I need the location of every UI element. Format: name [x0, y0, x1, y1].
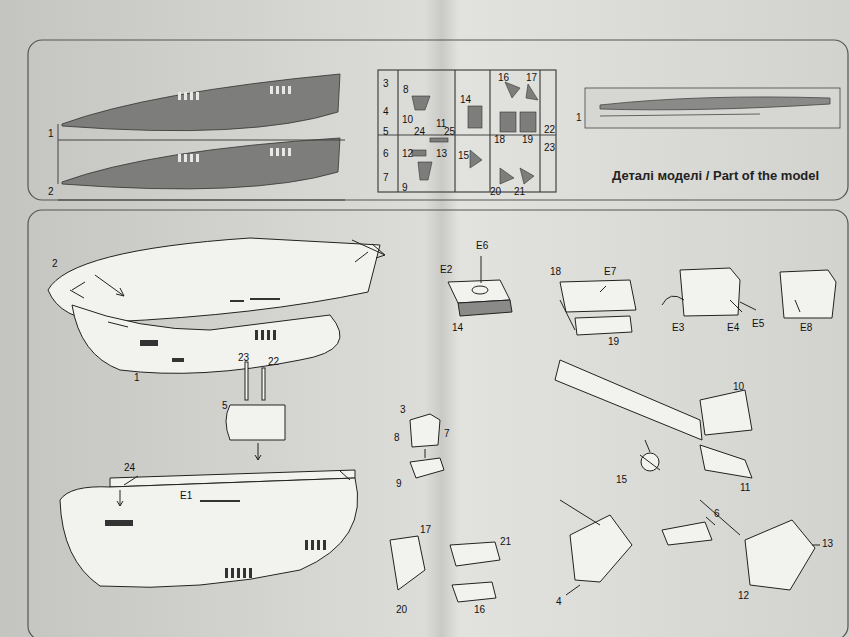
callout-number: 9 — [396, 478, 402, 489]
callout-number: 7 — [383, 172, 389, 183]
callout-number: 24 — [414, 126, 425, 137]
callout-number: 1 — [576, 112, 582, 123]
callout-number: 20 — [490, 186, 501, 197]
callout-number: 25 — [444, 126, 455, 137]
callout-number: 10 — [402, 114, 413, 125]
callout-number: 16 — [498, 72, 509, 83]
callout-number: 21 — [500, 536, 511, 547]
callout-number: 11 — [740, 482, 750, 493]
callout-number: E7 — [604, 266, 616, 277]
callout-number: E2 — [440, 264, 452, 275]
callout-number: E1 — [180, 490, 192, 501]
callout-number: E6 — [476, 240, 488, 251]
callout-number: 2 — [52, 258, 58, 269]
callout-number: 12 — [738, 590, 749, 601]
callout-number: 23 — [544, 142, 555, 153]
callout-number: E8 — [800, 322, 812, 333]
callout-number: 14 — [460, 94, 471, 105]
callout-number: 6 — [714, 508, 720, 519]
callout-number: 17 — [526, 72, 537, 83]
callout-number: E5 — [752, 318, 764, 329]
callout-number: 15 — [458, 150, 469, 161]
callout-number: E4 — [727, 322, 739, 333]
callout-number: 3 — [383, 78, 389, 89]
callout-number: 8 — [394, 432, 400, 443]
callout-number: E3 — [672, 322, 684, 333]
callout-number: 3 — [400, 404, 406, 415]
callout-number: 4 — [383, 106, 389, 117]
callout-number: 2 — [48, 186, 54, 197]
callout-number: 6 — [383, 148, 389, 159]
callout-number: 12 — [402, 148, 413, 159]
callout-number: 1 — [134, 372, 140, 383]
callout-number: 8 — [403, 84, 409, 95]
callout-number: 17 — [420, 524, 431, 535]
callout-number: 18 — [550, 266, 561, 277]
callout-number: 21 — [514, 186, 525, 197]
callout-number: 22 — [544, 124, 555, 135]
callout-number: 19 — [522, 134, 533, 145]
callout-number: 5 — [222, 400, 228, 411]
callout-number: 22 — [268, 356, 279, 367]
callout-number: 4 — [556, 596, 562, 607]
callout-number: 24 — [124, 462, 135, 473]
callout-number: 23 — [238, 352, 249, 363]
section-title: Деталі моделі / Part of the model — [612, 168, 819, 183]
callout-number: 19 — [608, 336, 619, 347]
callout-number: 15 — [616, 474, 627, 485]
callout-number: 14 — [452, 322, 463, 333]
callout-number: 13 — [822, 538, 833, 549]
callout-number: 18 — [494, 134, 505, 145]
callout-number: 13 — [436, 148, 447, 159]
callout-number: 9 — [402, 182, 408, 193]
callout-number: 10 — [733, 381, 744, 392]
callout-number: 16 — [474, 604, 485, 615]
callout-number: 7 — [444, 428, 450, 439]
callout-number: 20 — [396, 604, 407, 615]
callout-number: 1 — [48, 128, 54, 139]
callout-number: 5 — [383, 126, 389, 137]
